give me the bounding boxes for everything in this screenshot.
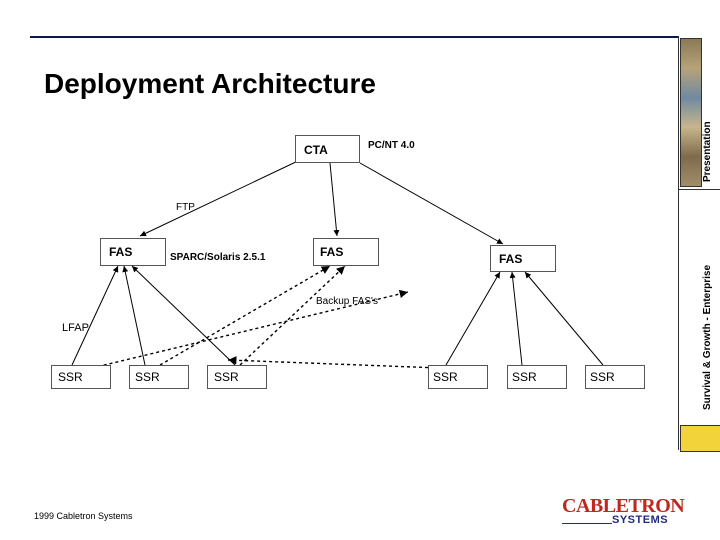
ssr-node: SSR [51, 365, 111, 389]
fas-center-node: FAS [313, 238, 379, 266]
ssr-label: SSR [214, 370, 239, 384]
lfap-line-ssr1 [71, 265, 119, 366]
sidebar-enterprise-panel [678, 189, 720, 425]
backup-fas-label: Backup FAS's [316, 296, 378, 307]
lfap-label: LFAP [62, 322, 89, 334]
fas-left-node: FAS [100, 238, 166, 266]
backup-line-ssr4 [227, 356, 441, 369]
ftp-line-left [139, 159, 301, 237]
lfap-line-ssr4 [445, 271, 501, 366]
ssr-label: SSR [590, 370, 615, 384]
sidebar-yellow-block [680, 425, 720, 452]
backup-line-ssr3 [239, 265, 346, 366]
ssr-node: SSR [428, 365, 488, 389]
ssr-node: SSR [129, 365, 189, 389]
lfap-line-ssr5 [509, 271, 523, 366]
fas-center-label: FAS [320, 245, 344, 259]
fas-right-label: FAS [499, 252, 523, 266]
ssr-node: SSR [507, 365, 567, 389]
sidebar-divider [678, 36, 679, 450]
cta-node: CTA [295, 135, 360, 163]
ssr-label: SSR [135, 370, 160, 384]
fas-left-label: FAS [109, 245, 133, 259]
fas-left-platform-label: SPARC/Solaris 2.5.1 [170, 252, 266, 263]
ftp-line-center [329, 162, 340, 237]
cta-label: CTA [304, 143, 328, 157]
cabletron-logo-rule [562, 523, 612, 524]
ssr-node: SSR [585, 365, 645, 389]
lfap-line-ssr6 [524, 271, 604, 366]
fas-right-node: FAS [490, 245, 556, 272]
sidebar-divider [678, 189, 720, 190]
sidebar-photo-image [680, 38, 702, 187]
cta-platform-label: PC/NT 4.0 [368, 140, 415, 151]
backup-line-ssr2 [159, 265, 331, 366]
footer-copyright: 1999 Cabletron Systems [34, 511, 133, 521]
backup-line-ssr1 [91, 289, 409, 369]
ftp-label: FTP [176, 202, 195, 213]
cabletron-logo-top: CABLETRON [562, 495, 685, 517]
lfap-line-ssr3 [131, 265, 236, 366]
lfap-line-ssr2 [122, 265, 146, 366]
ftp-line-right [359, 162, 504, 245]
cabletron-logo-bottom: SYSTEMS [612, 514, 669, 526]
ssr-label: SSR [58, 370, 83, 384]
ssr-label: SSR [433, 370, 458, 384]
ssr-node: SSR [207, 365, 267, 389]
title-rule [30, 36, 678, 38]
slide-title: Deployment Architecture [44, 68, 376, 99]
ssr-label: SSR [512, 370, 537, 384]
